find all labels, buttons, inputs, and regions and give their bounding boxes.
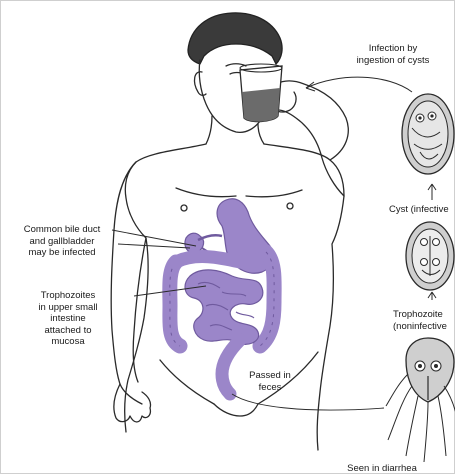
bile-duct-label: Common bile duct and gallbladder may be …: [4, 224, 120, 259]
neck-left: [206, 116, 212, 144]
cyst-top: [402, 94, 454, 174]
feces-label-line-1: Passed in: [242, 370, 298, 382]
diarrhea-label: Seen in diarrhea: [312, 463, 452, 474]
leader-bile-2: [118, 244, 190, 248]
trophozoite-right-label: Trophozoite (noninfective: [393, 309, 455, 332]
trophozoite-right-line-2: (noninfective: [393, 321, 455, 333]
trophozoites-intestine-label: Trophozoites in upper small intestine at…: [2, 290, 134, 348]
bile-label-line-2: and gallbladder: [4, 236, 120, 248]
arrow-to-mouth: [306, 77, 412, 92]
tropho-label-line-4: attached to: [2, 325, 134, 337]
leader-bile: [112, 230, 196, 246]
hair: [188, 13, 282, 64]
tropho-label-line-5: mucosa: [2, 336, 134, 348]
tropho-label-line-1: Trophozoites: [2, 290, 134, 302]
trophozoite-bottom: [386, 338, 455, 462]
chest-line: [176, 188, 236, 197]
tropho-label-line-2: in upper small: [2, 302, 134, 314]
chest-line-right: [246, 190, 302, 197]
right-nipple: [287, 203, 293, 209]
infection-label-line-1: Infection by: [345, 43, 441, 55]
bile-label-line-1: Common bile duct: [4, 224, 120, 236]
leader-feces: [232, 394, 384, 410]
digestive-tract: [170, 199, 274, 394]
drinking-glass: [240, 64, 282, 122]
tropho-label-line-3: intestine: [2, 313, 134, 325]
rectum: [222, 340, 240, 394]
right-arm: [276, 81, 348, 160]
infection-label: Infection by ingestion of cysts: [345, 43, 441, 66]
groin: [214, 404, 258, 416]
cyst-label: Cyst (infective: [389, 204, 455, 216]
left-nipple: [181, 205, 187, 211]
hip-left: [160, 360, 214, 404]
left-hand: [114, 384, 151, 422]
infection-label-line-2: ingestion of cysts: [345, 55, 441, 67]
feces-label: Passed in feces: [242, 370, 298, 393]
feces-label-line-2: feces: [242, 382, 298, 394]
neck-right: [258, 124, 264, 144]
trophozoite-right-line-1: Trophozoite: [393, 309, 455, 321]
right-arm-inner: [278, 110, 344, 196]
bile-label-line-3: may be infected: [4, 247, 120, 259]
bile-duct: [198, 235, 222, 240]
cyst-middle: [406, 222, 454, 290]
left-arm-inner: [133, 238, 146, 382]
